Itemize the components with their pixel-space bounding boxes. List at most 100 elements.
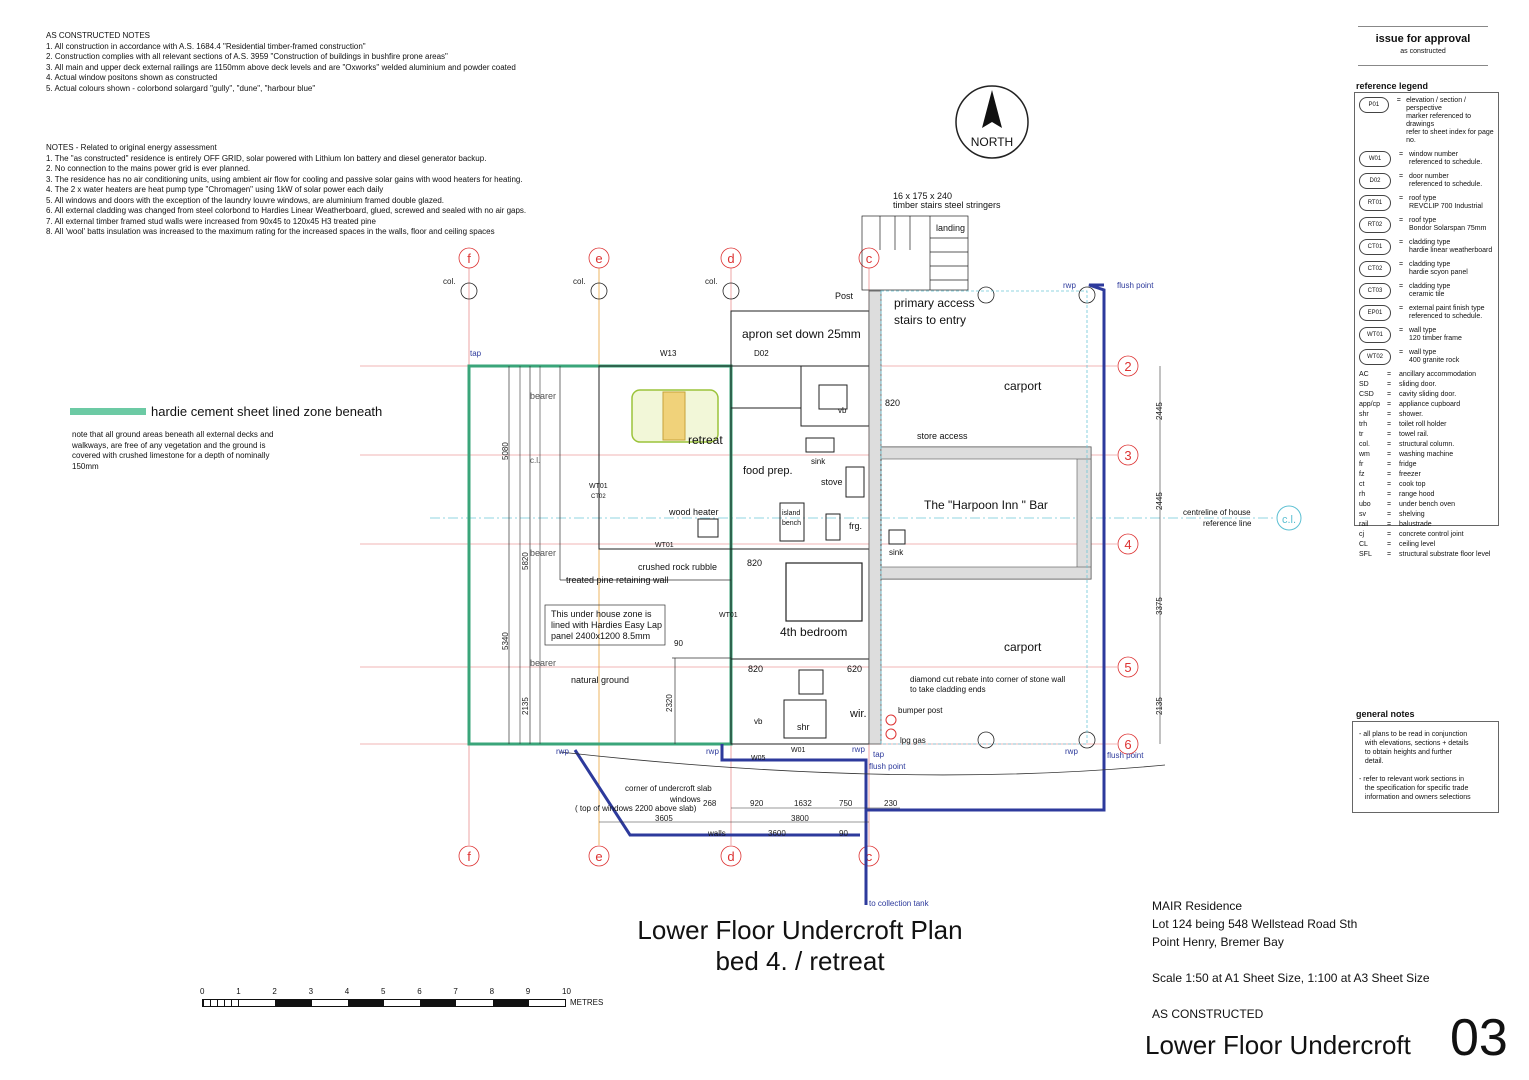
north-label: NORTH	[971, 135, 1013, 149]
note-item: 1. The "as constructed" residence is ent…	[46, 153, 487, 163]
legend-abbrev-row: fr=fridge	[1359, 461, 1498, 469]
legend-meaning: concrete control joint	[1399, 531, 1464, 538]
general-note-line: - refer to relevant work sections in	[1359, 776, 1465, 783]
scale-tick-label: 3	[308, 987, 314, 996]
as-constructed-heading: AS CONSTRUCTED NOTES	[46, 31, 151, 40]
post-label: Post	[835, 291, 854, 301]
project-name: MAIR Residence	[1152, 899, 1243, 913]
note-item: 2. Construction complies with all releva…	[46, 52, 448, 61]
col-label: col.	[573, 277, 585, 286]
ct02-tag: CT02	[591, 494, 606, 500]
island-bench	[779, 502, 805, 542]
rwp-label: rwp	[852, 745, 865, 754]
legend-equals: =	[1399, 261, 1404, 268]
legend-abbrev-row: SFL=structural substrate floor level	[1359, 551, 1498, 559]
scale-tick-label: 2	[272, 987, 277, 996]
legend-meaning: freezer	[1399, 471, 1421, 478]
legend-text-line: Bondor Solarspan 75mm	[1409, 225, 1487, 232]
dim-620: 620	[847, 664, 862, 674]
note-item: 5. All windows and doors with the except…	[46, 195, 444, 205]
bearer-label: bearer	[530, 391, 556, 401]
bedroom-label: 4th bedroom	[780, 625, 847, 639]
legend-meaning: ceiling level	[1399, 541, 1436, 548]
flush-point-label: flush point	[1107, 751, 1144, 760]
as-constructed-notes: AS CONSTRUCTED NOTES 1. All construction…	[46, 31, 516, 94]
wood-heater-label: wood heater	[668, 507, 719, 517]
bumper-post-label: bumper post	[898, 706, 943, 715]
legend-text-line: elevation / section / perspective	[1406, 97, 1466, 112]
reference-legend-heading: reference legend	[1356, 81, 1429, 91]
general-note-line: the specification for specific trade	[1359, 785, 1469, 792]
centreline-note-1: centreline of house	[1183, 508, 1251, 517]
legend-equals: =	[1387, 541, 1392, 548]
legend-abbrev-row: shr=shower.	[1359, 411, 1498, 419]
corner-slab-label: corner of undercroft slab	[625, 784, 712, 793]
grid-bubbles	[458, 247, 1139, 867]
legend-text-line: window number	[1409, 151, 1459, 158]
legend-text-line: marker referenced to drawings	[1406, 113, 1472, 128]
legend-symbol-tag: RT01	[1359, 195, 1391, 211]
diamond-note-2: to take cladding ends	[910, 685, 986, 694]
legend-text-line: REVCLIP 700 Industrial	[1409, 203, 1483, 210]
sink-unit	[805, 437, 835, 453]
grid-label-f-bottom: f	[467, 849, 471, 864]
legend-text-line: cladding type	[1409, 261, 1451, 268]
legend-text-line: referenced to schedule.	[1409, 159, 1483, 166]
legend-meaning: under bench oven	[1399, 501, 1456, 508]
legend-text-line: external paint finish type	[1409, 305, 1485, 312]
dim-bottom: 230	[884, 799, 898, 808]
legend-meaning: appliance cupboard	[1399, 401, 1461, 408]
legend-equals: =	[1387, 521, 1392, 528]
issue-title: issue for approval	[1375, 33, 1471, 45]
dim-right: 3375	[1155, 597, 1164, 615]
stairs-note-1: 16 x 175 x 240	[893, 191, 952, 201]
easy-lap-1: This under house zone is	[551, 609, 652, 619]
note-item: 3. All main and upper deck external rail…	[46, 62, 516, 72]
lpg-marker	[885, 728, 897, 740]
legend-symbol-tag: CT03	[1359, 283, 1391, 299]
store-access-label: store access	[917, 431, 968, 441]
landing-label: landing	[936, 223, 965, 233]
dim-820: 820	[885, 398, 900, 408]
legend-equals: =	[1387, 411, 1392, 418]
wood-heater	[697, 518, 719, 538]
retaining-wall-label: treated pine retaining wall	[566, 575, 669, 585]
dim-left: 5080	[501, 442, 510, 460]
legend-abbrev: wm	[1359, 451, 1370, 458]
north-arrow-icon	[982, 90, 1002, 128]
legend-equals: =	[1387, 441, 1392, 448]
legend-abbrev-row: AC=ancillary accommodation	[1359, 371, 1498, 379]
dim-820: 820	[748, 664, 763, 674]
legend-text-line: cladding type	[1409, 239, 1451, 246]
dim-820: 820	[747, 558, 762, 568]
scale-tick-label: 4	[344, 987, 350, 996]
dim-left: 2320	[665, 694, 674, 712]
legend-symbol-tag: CT01	[1359, 239, 1391, 255]
issue-box: issue for approval as constructed	[1358, 26, 1488, 66]
fridge-label: frg.	[849, 521, 862, 531]
dim-bottom: 3605	[655, 814, 673, 823]
dim-bottom: 3600	[768, 829, 786, 838]
dim-right: 2445	[1155, 492, 1164, 510]
legend-abbrev: CSD	[1359, 391, 1374, 398]
legend-abbrev-row: rail=balustrade	[1359, 521, 1498, 529]
dim-bottom: 1632	[794, 799, 812, 808]
note-item: 4. Actual window positons shown as const…	[46, 73, 218, 82]
legend-abbrev: trh	[1359, 421, 1368, 428]
legend-meaning: washing machine	[1399, 451, 1454, 458]
legend-equals: =	[1387, 401, 1392, 408]
scale-tick-label: 6	[417, 987, 422, 996]
legend-abbrev: cj	[1359, 531, 1365, 538]
legend-equals: =	[1387, 421, 1392, 428]
carport-outline	[880, 290, 1088, 745]
centreline-note-2: reference line	[1203, 519, 1252, 528]
